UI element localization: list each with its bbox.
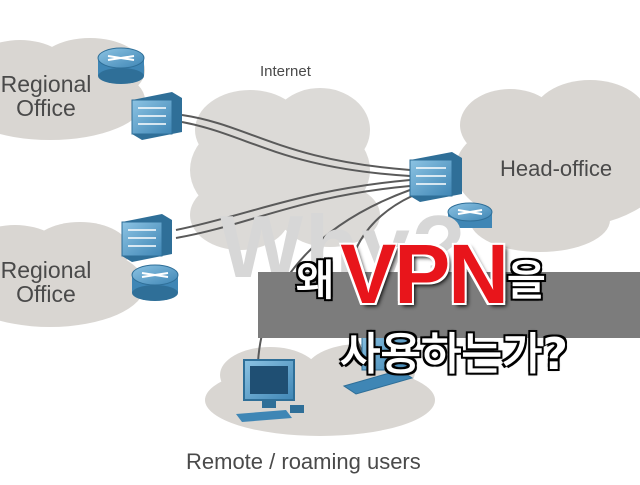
regional-office-2-router-icon	[131, 264, 179, 301]
headline-highlight: VPN	[340, 227, 509, 321]
regional-office-2-label: Regional Office	[0, 257, 92, 308]
head-office-cloud-icon	[455, 80, 640, 252]
regional-office-1-router-icon	[97, 47, 145, 84]
regional-office-2-cloud-icon	[0, 222, 145, 327]
tunnel-links	[175, 114, 413, 371]
headline-line-1: 왜 VPN을	[296, 226, 546, 323]
headline-suffix: 을	[506, 256, 546, 305]
internet-label: Internet	[260, 63, 311, 80]
headline-line-2: 사용하는가?	[340, 329, 568, 380]
headline-banner	[258, 272, 640, 338]
remote-users-label: Remote / roaming users	[186, 449, 421, 474]
regional-office-1-firewall-icon	[131, 92, 182, 140]
desktop-computer-icon	[236, 359, 304, 422]
regional-office-2-firewall-icon	[121, 214, 172, 262]
head-office-router-icon	[447, 202, 493, 228]
head-office-firewall-icon	[409, 152, 462, 202]
head-office-label: Head-office	[500, 156, 613, 181]
internet-cloud-icon	[190, 88, 380, 250]
regional-office-1-label: Regional Office	[0, 71, 92, 122]
headline-prefix: 왜	[296, 256, 335, 305]
